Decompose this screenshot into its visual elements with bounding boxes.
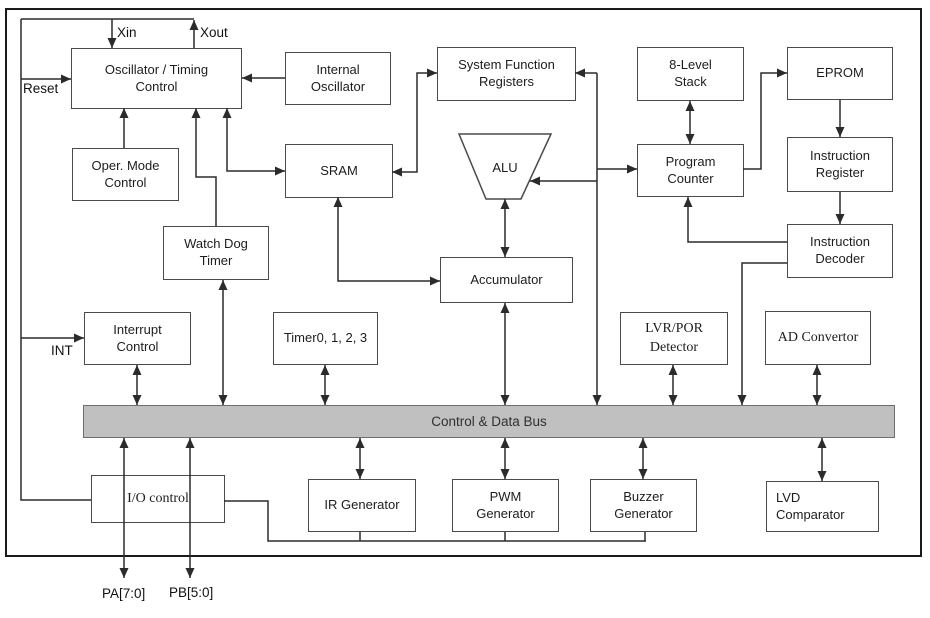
control-data-bus: Control & Data Bus [83, 405, 895, 438]
block-oper-mode-control: Oper. Mode Control [72, 148, 179, 201]
block-buzzer-generator: Buzzer Generator [590, 479, 697, 532]
alu-trapezoid [457, 133, 553, 200]
block-ir-generator: IR Generator [308, 479, 416, 532]
block-lvd-comparator: LVD Comparator [766, 481, 879, 532]
block-internal-oscillator: Internal Oscillator [285, 52, 391, 105]
alu-label: ALU [492, 160, 518, 175]
block-instruction-register: Instruction Register [787, 137, 893, 192]
block-timer0123: Timer0, 1, 2, 3 [273, 312, 378, 365]
pin-label-reset: Reset [23, 81, 59, 96]
block-system-function-registers: System Function Registers [437, 47, 576, 101]
block-ad-convertor: AD Convertor [765, 311, 871, 365]
pin-label-pa: PA[7:0] [102, 586, 146, 601]
block-oscillator-timing: Oscillator / Timing Control [71, 48, 242, 109]
block-program-counter: Program Counter [637, 144, 744, 197]
block-eprom: EPROM [787, 47, 893, 100]
pin-label-xin: Xin [117, 25, 137, 40]
block-lvr-por-detector: LVR/POR Detector [620, 312, 728, 365]
diagram-border [5, 8, 922, 557]
block-sram: SRAM [285, 144, 393, 198]
block-instruction-decoder: Instruction Decoder [787, 224, 893, 278]
block-io-control: I/O control [91, 475, 225, 523]
pin-label-pb: PB[5:0] [169, 585, 214, 600]
block-watch-dog-timer: Watch Dog Timer [163, 226, 269, 280]
block-pwm-generator: PWM Generator [452, 479, 559, 532]
block-8-level-stack: 8-Level Stack [637, 47, 744, 101]
pin-label-int: INT [51, 343, 73, 358]
pin-label-xout: Xout [200, 25, 228, 40]
block-interrupt-control: Interrupt Control [84, 312, 191, 365]
block-accumulator: Accumulator [440, 257, 573, 303]
